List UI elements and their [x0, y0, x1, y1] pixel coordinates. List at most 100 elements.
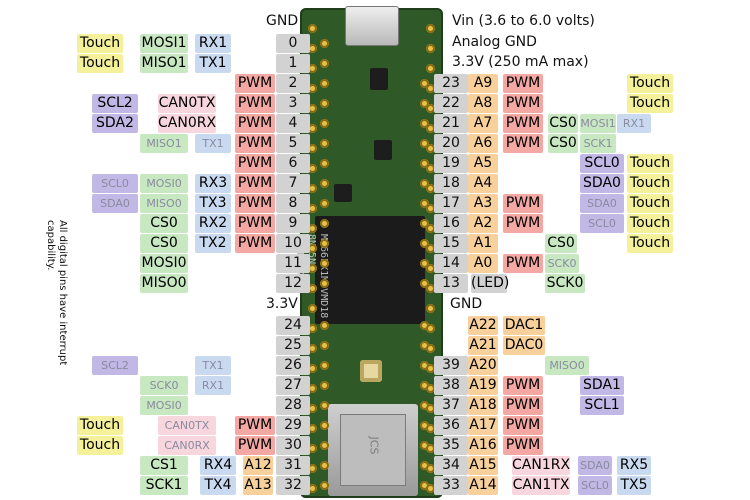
pin-hole — [420, 199, 429, 208]
right-pin-number: 16 — [434, 214, 468, 233]
right-pin-function-label: A6 — [468, 134, 498, 153]
right-pin-function-label: CS0 — [545, 234, 577, 253]
left-pin-function-label: RX1 — [195, 34, 231, 53]
left-pin-function-label: TX1 — [195, 134, 231, 153]
pin-hole — [426, 404, 435, 413]
right-pin-function-label: A19 — [468, 376, 498, 395]
left-pin-function-label: Touch — [77, 436, 123, 455]
left-pin-function-label: CAN0TX — [158, 94, 216, 113]
pin-hole — [420, 219, 429, 228]
right-pin-function-label: RX5 — [617, 456, 651, 475]
right-pin-function-label: DAC1 — [503, 316, 545, 335]
right-pin-function-label: A3 — [468, 194, 498, 213]
left-pin-number: 2 — [276, 74, 310, 93]
right-pin-function-label: PWM — [503, 94, 543, 113]
right-pin-function-label: CAN1TX — [512, 476, 570, 495]
pin-hole — [308, 404, 317, 413]
left-pin-function-label: RX4 — [200, 456, 236, 475]
right-pin-number: 23 — [434, 74, 468, 93]
right-pin-function-label: (LED) — [471, 274, 510, 293]
right-pin-number: 20 — [434, 134, 468, 153]
pin-hole — [426, 84, 435, 93]
left-pin-function-label: CAN0RX — [158, 436, 216, 455]
gnd-left-label: GND — [266, 13, 299, 29]
pin-hole — [426, 464, 435, 473]
pin-hole — [308, 244, 317, 253]
pin-hole — [420, 79, 429, 88]
pin-hole — [308, 484, 317, 493]
right-pin-function-label: A2 — [468, 214, 498, 233]
pin-hole — [320, 441, 329, 450]
left-pin-function-label: MISO1 — [140, 54, 188, 73]
pin-hole — [426, 324, 435, 333]
right-pin-number: 19 — [434, 154, 468, 173]
right-pin-function-label: Touch — [627, 94, 673, 113]
right-pin-function-label: A1 — [468, 234, 498, 253]
pin-hole — [320, 179, 329, 188]
right-pin-function-label: RX1 — [617, 114, 651, 133]
left-pin-number: 25 — [276, 336, 310, 355]
right-pin-function-label: MOSI1 — [580, 114, 616, 133]
left-pin-function-label: SCL0 — [92, 174, 138, 193]
left-pin-function-label: PWM — [235, 174, 275, 193]
right-pin-function-label: SDA0 — [580, 194, 624, 213]
left-pin-number: 7 — [276, 174, 310, 193]
left-pin-number: 8 — [276, 194, 310, 213]
right-pin-function-label: SCL0 — [580, 214, 624, 233]
right-pin-number: 33 — [434, 476, 468, 495]
right-pin-number: 34 — [434, 456, 468, 475]
right-pin-function-label: SCK0 — [545, 254, 579, 273]
program-button[interactable] — [360, 360, 382, 382]
right-pin-function-label: PWM — [503, 376, 543, 395]
right-pin-number: 13 — [434, 274, 468, 293]
right-pin-function-label: A4 — [468, 174, 498, 193]
pin-hole — [420, 441, 429, 450]
left-pin-number: 31 — [276, 456, 310, 475]
right-pin-function-label: A20 — [468, 356, 498, 375]
right-pin-function-label: PWM — [503, 254, 543, 273]
left-pin-number: 27 — [276, 376, 310, 395]
right-pin-function-label: Touch — [627, 154, 673, 173]
left-pin-function-label: CAN0RX — [158, 114, 217, 133]
teensy-board: MK66FX1M0VMD18 8N65N CTAE1544G JCS — [294, 6, 443, 498]
pin-hole — [308, 384, 317, 393]
left-pin-function-label: PWM — [235, 214, 275, 233]
right-pin-number: 36 — [434, 416, 468, 435]
pin-hole — [308, 84, 317, 93]
left-pin-function-label: PWM — [235, 436, 275, 455]
left-pin-function-label: A13 — [243, 476, 273, 495]
left-pin-function-label: CS0 — [140, 214, 188, 233]
right-pin-function-label: SDA0 — [578, 456, 612, 475]
pin-hole — [426, 384, 435, 393]
pin-hole — [320, 481, 329, 490]
right-pin-function-label: PWM — [503, 134, 543, 153]
left-pin-function-label: SDA0 — [92, 194, 138, 213]
pin-hole — [420, 239, 429, 248]
mcu-chip: MK66FX1M0VMD18 8N65N CTAE1544G — [294, 216, 425, 324]
sd-card-slot: JCS — [328, 404, 418, 496]
left-pin-function-label: TX3 — [195, 194, 231, 213]
right-pin-function-label: A5 — [468, 154, 498, 173]
pin-hole — [308, 224, 317, 233]
left-pin-function-label: PWM — [235, 74, 275, 93]
pin-hole — [308, 124, 317, 133]
right-pin-function-label: CS0 — [548, 134, 578, 153]
left-pin-number: 0 — [276, 34, 310, 53]
right-pin-function-label: SDA0 — [580, 174, 624, 193]
pin-hole — [420, 341, 429, 350]
pin-hole — [426, 224, 435, 233]
pin-hole — [320, 59, 329, 68]
left-pin-function-label: SCL2 — [92, 356, 138, 375]
pin-hole — [320, 219, 329, 228]
pin-hole — [320, 39, 329, 48]
pin-hole — [426, 24, 435, 33]
v33-left-label: 3.3V — [266, 296, 298, 312]
right-pin-function-label: SDA1 — [580, 376, 624, 395]
pin-hole — [320, 259, 329, 268]
pin-hole — [420, 361, 429, 370]
pin-hole — [420, 159, 429, 168]
right-pin-function-label: CAN1RX — [512, 456, 571, 475]
pin-hole — [426, 264, 435, 273]
right-pin-function-label: PWM — [503, 214, 543, 233]
